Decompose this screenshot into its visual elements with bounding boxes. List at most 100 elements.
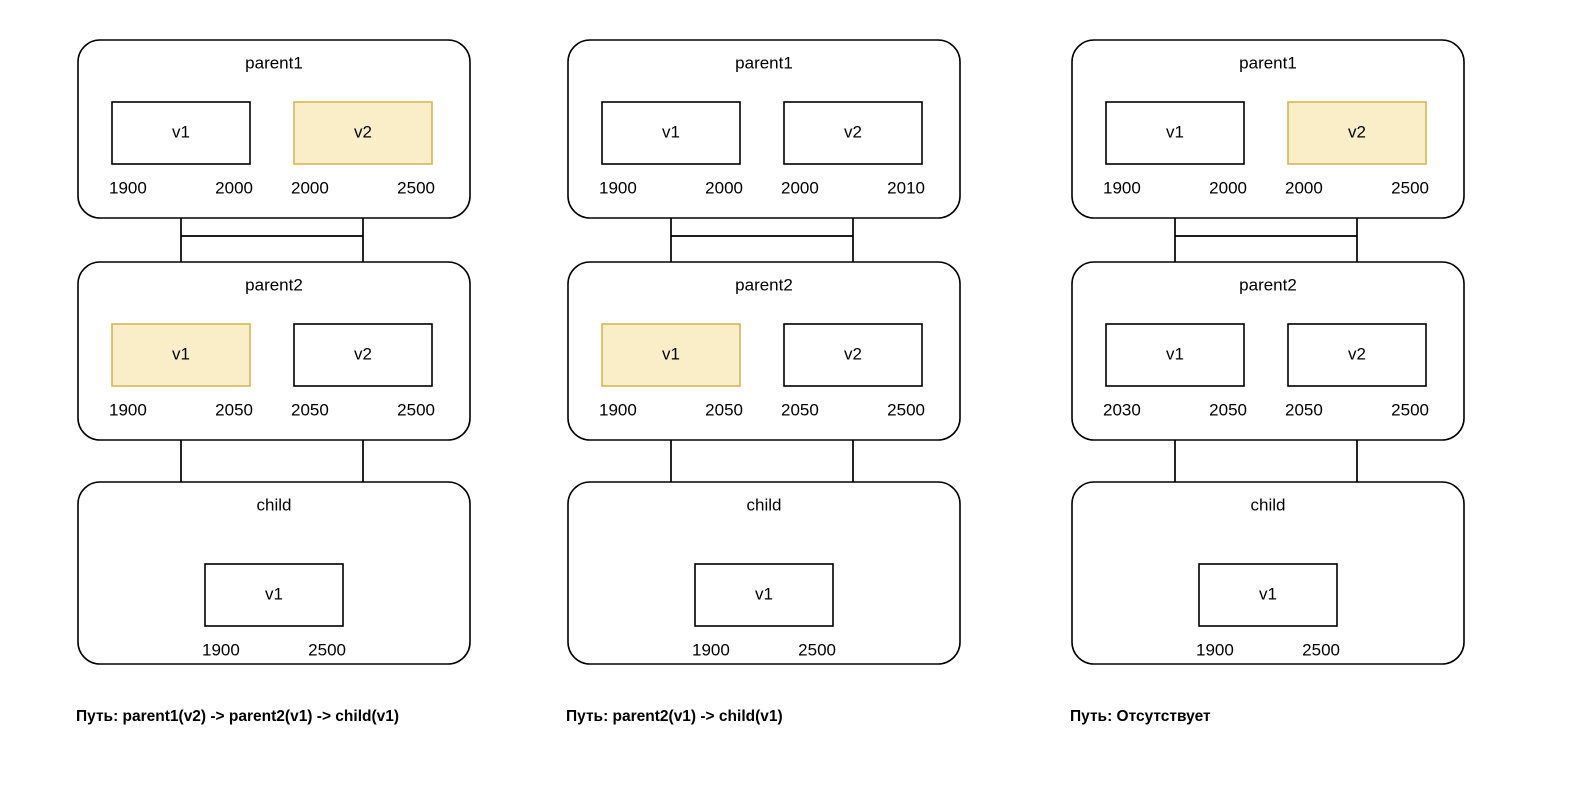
container-outline <box>567 261 961 441</box>
version-box[interactable]: v2 2000 2500 <box>1285 101 1429 197</box>
range-upper-bound: 2050 <box>705 400 743 419</box>
version-box-rect[interactable] <box>111 323 251 387</box>
version-box-label: v1 <box>755 584 773 603</box>
container-title-parent2: parent2 <box>245 275 303 294</box>
version-box-rect[interactable] <box>1105 101 1245 165</box>
version-box[interactable]: v2 2050 2500 <box>1285 323 1429 419</box>
version-box[interactable]: v1 1900 2500 <box>202 563 346 659</box>
column-caption: Путь: Отсутствует <box>1070 708 1211 725</box>
range-upper-bound: 2050 <box>215 400 253 419</box>
version-box-rect[interactable] <box>111 101 251 165</box>
version-box-label: v1 <box>1259 584 1277 603</box>
container-outline <box>77 261 471 441</box>
container-title-parent2: parent2 <box>735 275 793 294</box>
version-box-label: v1 <box>662 344 680 363</box>
version-box-rect[interactable] <box>1198 563 1338 627</box>
version-box-label: v2 <box>1348 344 1366 363</box>
level-container-child: child v1 1900 2500 <box>1071 481 1465 665</box>
diagram-column: parent1 v1 1900 2000 v2 2000 2500 parent2 v1 1900… <box>76 39 471 725</box>
range-upper-bound: 2000 <box>705 178 743 197</box>
level-container-parent2: parent2 v1 1900 2050 v2 2050 2500 <box>77 261 471 441</box>
container-title-child: child <box>1251 495 1286 514</box>
version-box-rect[interactable] <box>204 563 344 627</box>
range-upper-bound: 2000 <box>215 178 253 197</box>
version-box-label: v2 <box>1348 122 1366 141</box>
diagram-column: parent1 v1 1900 2000 v2 2000 2500 parent2 v1 2030… <box>1070 39 1465 725</box>
range-upper-bound: 2500 <box>1391 178 1429 197</box>
range-upper-bound: 2500 <box>1302 640 1340 659</box>
version-box[interactable]: v1 1900 2050 <box>109 323 253 419</box>
range-lower-bound: 1900 <box>599 178 637 197</box>
range-lower-bound: 1900 <box>1103 178 1141 197</box>
container-title-child: child <box>747 495 782 514</box>
container-title-parent1: parent1 <box>1239 53 1297 72</box>
version-box-rect[interactable] <box>293 101 433 165</box>
range-upper-bound: 2000 <box>1209 178 1247 197</box>
range-lower-bound: 2050 <box>781 400 819 419</box>
version-box-rect[interactable] <box>783 101 923 165</box>
version-box-label: v1 <box>172 344 190 363</box>
container-outline <box>77 39 471 219</box>
version-box[interactable]: v2 2000 2500 <box>291 101 435 197</box>
version-box[interactable]: v2 2050 2500 <box>291 323 435 419</box>
range-lower-bound: 1900 <box>599 400 637 419</box>
version-box-label: v1 <box>265 584 283 603</box>
range-lower-bound: 2030 <box>1103 400 1141 419</box>
column-caption: Путь: parent2(v1) -> child(v1) <box>566 708 783 725</box>
version-box[interactable]: v1 1900 2500 <box>1196 563 1340 659</box>
range-lower-bound: 2000 <box>781 178 819 197</box>
range-lower-bound: 1900 <box>202 640 240 659</box>
range-lower-bound: 1900 <box>109 178 147 197</box>
range-upper-bound: 2500 <box>1391 400 1429 419</box>
range-lower-bound: 1900 <box>109 400 147 419</box>
range-lower-bound: 2050 <box>291 400 329 419</box>
column-caption: Путь: parent1(v2) -> parent2(v1) -> chil… <box>76 708 399 725</box>
version-box-label: v2 <box>844 122 862 141</box>
version-box-rect[interactable] <box>293 323 433 387</box>
version-box-rect[interactable] <box>601 323 741 387</box>
range-upper-bound: 2010 <box>887 178 925 197</box>
version-box-label: v1 <box>1166 344 1184 363</box>
version-box-label: v1 <box>662 122 680 141</box>
version-box[interactable]: v2 2050 2500 <box>781 323 925 419</box>
container-title-parent2: parent2 <box>1239 275 1297 294</box>
version-box-label: v2 <box>354 344 372 363</box>
range-upper-bound: 2500 <box>397 178 435 197</box>
version-box-rect[interactable] <box>1287 323 1427 387</box>
range-lower-bound: 2000 <box>291 178 329 197</box>
container-outline <box>567 39 961 219</box>
range-upper-bound: 2500 <box>397 400 435 419</box>
range-lower-bound: 1900 <box>1196 640 1234 659</box>
version-box-label: v2 <box>844 344 862 363</box>
version-box[interactable]: v1 1900 2000 <box>599 101 743 197</box>
range-upper-bound: 2500 <box>308 640 346 659</box>
level-container-parent2: parent2 v1 1900 2050 v2 2050 2500 <box>567 261 961 441</box>
version-box-rect[interactable] <box>783 323 923 387</box>
range-lower-bound: 2050 <box>1285 400 1323 419</box>
version-box-label: v2 <box>354 122 372 141</box>
range-upper-bound: 2500 <box>887 400 925 419</box>
version-box-rect[interactable] <box>601 101 741 165</box>
range-upper-bound: 2500 <box>798 640 836 659</box>
version-box-rect[interactable] <box>694 563 834 627</box>
range-lower-bound: 2000 <box>1285 178 1323 197</box>
container-title-parent1: parent1 <box>245 53 303 72</box>
version-box[interactable]: v1 1900 2050 <box>599 323 743 419</box>
version-box-rect[interactable] <box>1287 101 1427 165</box>
version-box[interactable]: v2 2000 2010 <box>781 101 925 197</box>
container-outline <box>1071 39 1465 219</box>
version-box-rect[interactable] <box>1105 323 1245 387</box>
